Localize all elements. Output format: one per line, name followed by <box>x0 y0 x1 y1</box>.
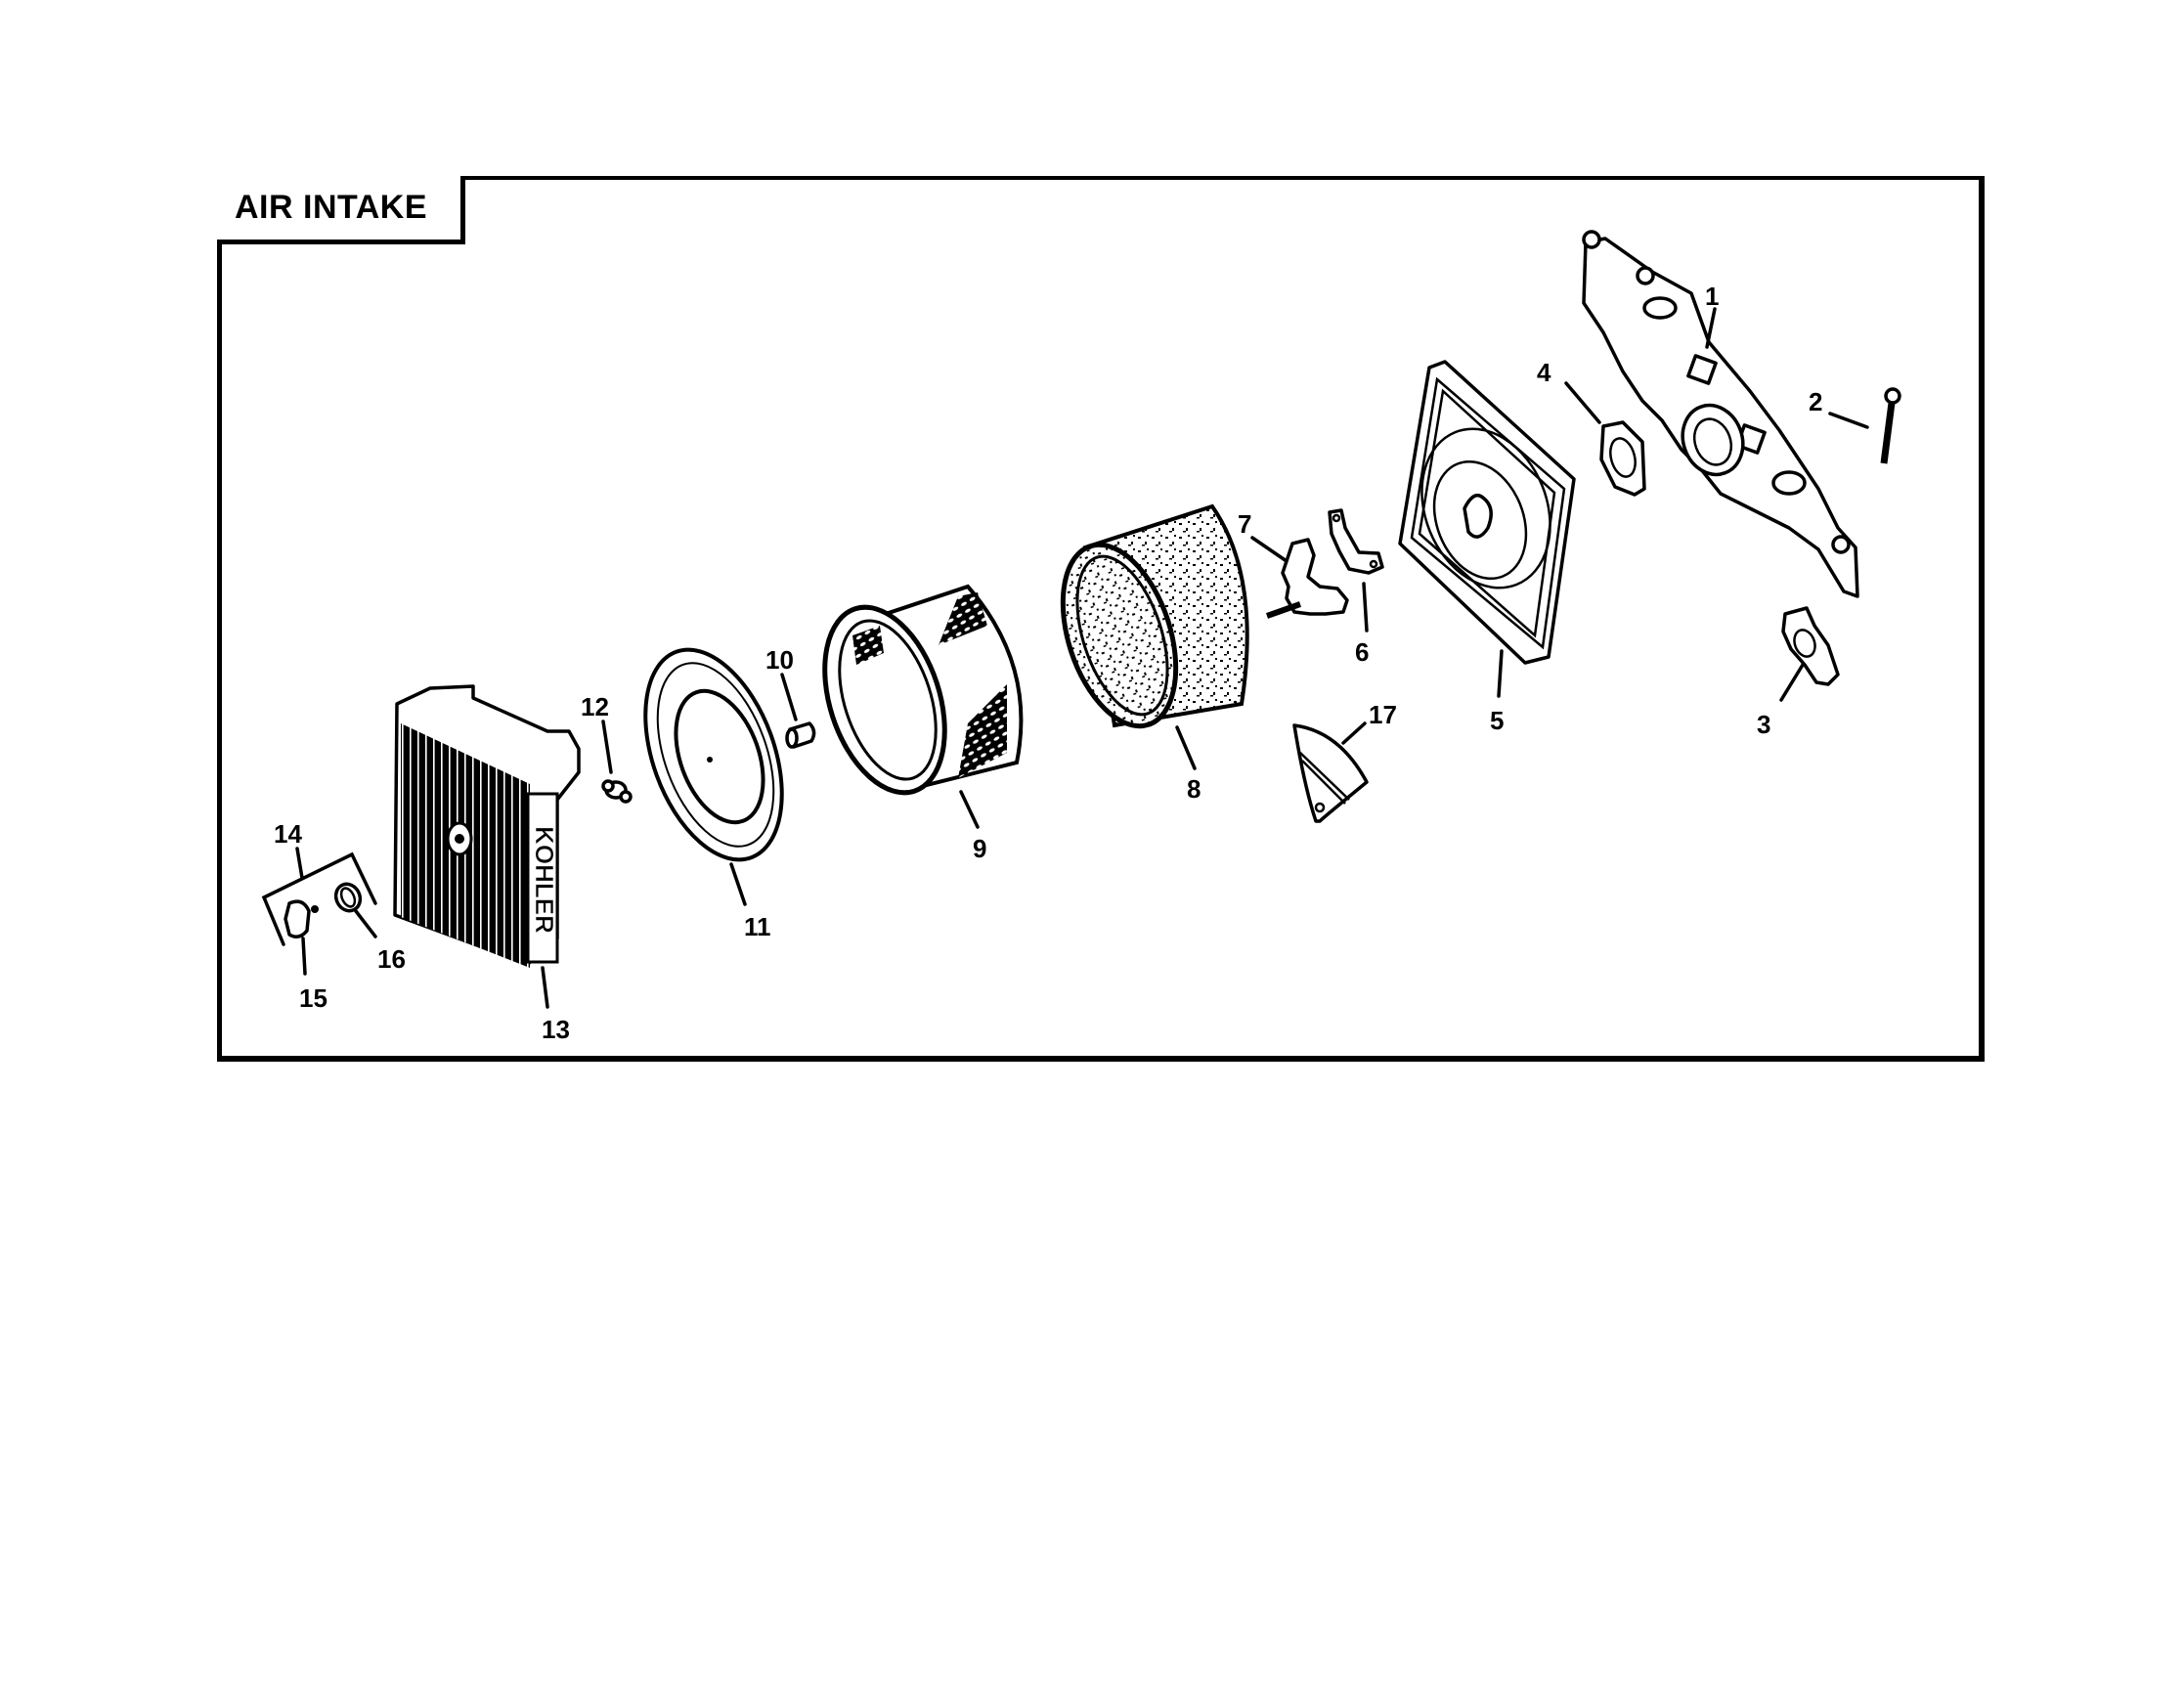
callout-3: 3 <box>1757 710 1770 739</box>
part-6-bracket: 6 <box>1328 508 1384 667</box>
callout-14: 14 <box>274 819 302 849</box>
diagram-frame <box>217 176 1985 1062</box>
part-14-knob-kit: 14 <box>261 819 377 946</box>
callout-5: 5 <box>1490 706 1504 735</box>
part-17-heat-shield: 17 <box>1292 700 1397 823</box>
part-15-knob: 15 <box>284 899 328 1013</box>
part-11-element-cover: 11 <box>643 647 784 941</box>
callout-8: 8 <box>1187 774 1201 804</box>
part-9-filter-element: 9 <box>822 584 1024 863</box>
callout-11: 11 <box>744 912 771 941</box>
callout-6: 6 <box>1355 637 1369 667</box>
callout-1: 1 <box>1705 282 1719 311</box>
callout-7: 7 <box>1238 509 1251 539</box>
callout-13: 13 <box>542 1015 570 1044</box>
callout-12: 12 <box>581 692 609 721</box>
callout-4: 4 <box>1537 358 1551 387</box>
kohler-logo: KOHLER <box>530 826 559 934</box>
part-13-cover: KOHLER 13 <box>393 684 581 1044</box>
callout-2: 2 <box>1809 387 1822 416</box>
part-2-bolt: 2 <box>1809 387 1901 464</box>
callout-17: 17 <box>1369 700 1397 729</box>
part-5-base-plate: 5 <box>1398 360 1576 735</box>
part-1-intake-manifold: 1 <box>1582 230 1859 598</box>
part-16-seal: 16 <box>333 882 406 974</box>
part-10-spacer: 10 <box>765 645 816 749</box>
callout-15: 15 <box>299 983 328 1013</box>
part-3-gasket: 3 <box>1757 606 1840 739</box>
diagram-title-box: AIR INTAKE <box>217 176 465 244</box>
callout-9: 9 <box>973 834 986 863</box>
part-7-breather-assembly: 7 <box>1238 509 1349 619</box>
diagram-title: AIR INTAKE <box>235 189 428 226</box>
part-4-gasket: 4 <box>1537 358 1646 497</box>
callout-10: 10 <box>765 645 794 675</box>
part-8-foam-precleaner: 8 <box>1060 503 1249 804</box>
part-12-wing-nut: 12 <box>581 692 633 804</box>
callout-16: 16 <box>377 944 406 974</box>
